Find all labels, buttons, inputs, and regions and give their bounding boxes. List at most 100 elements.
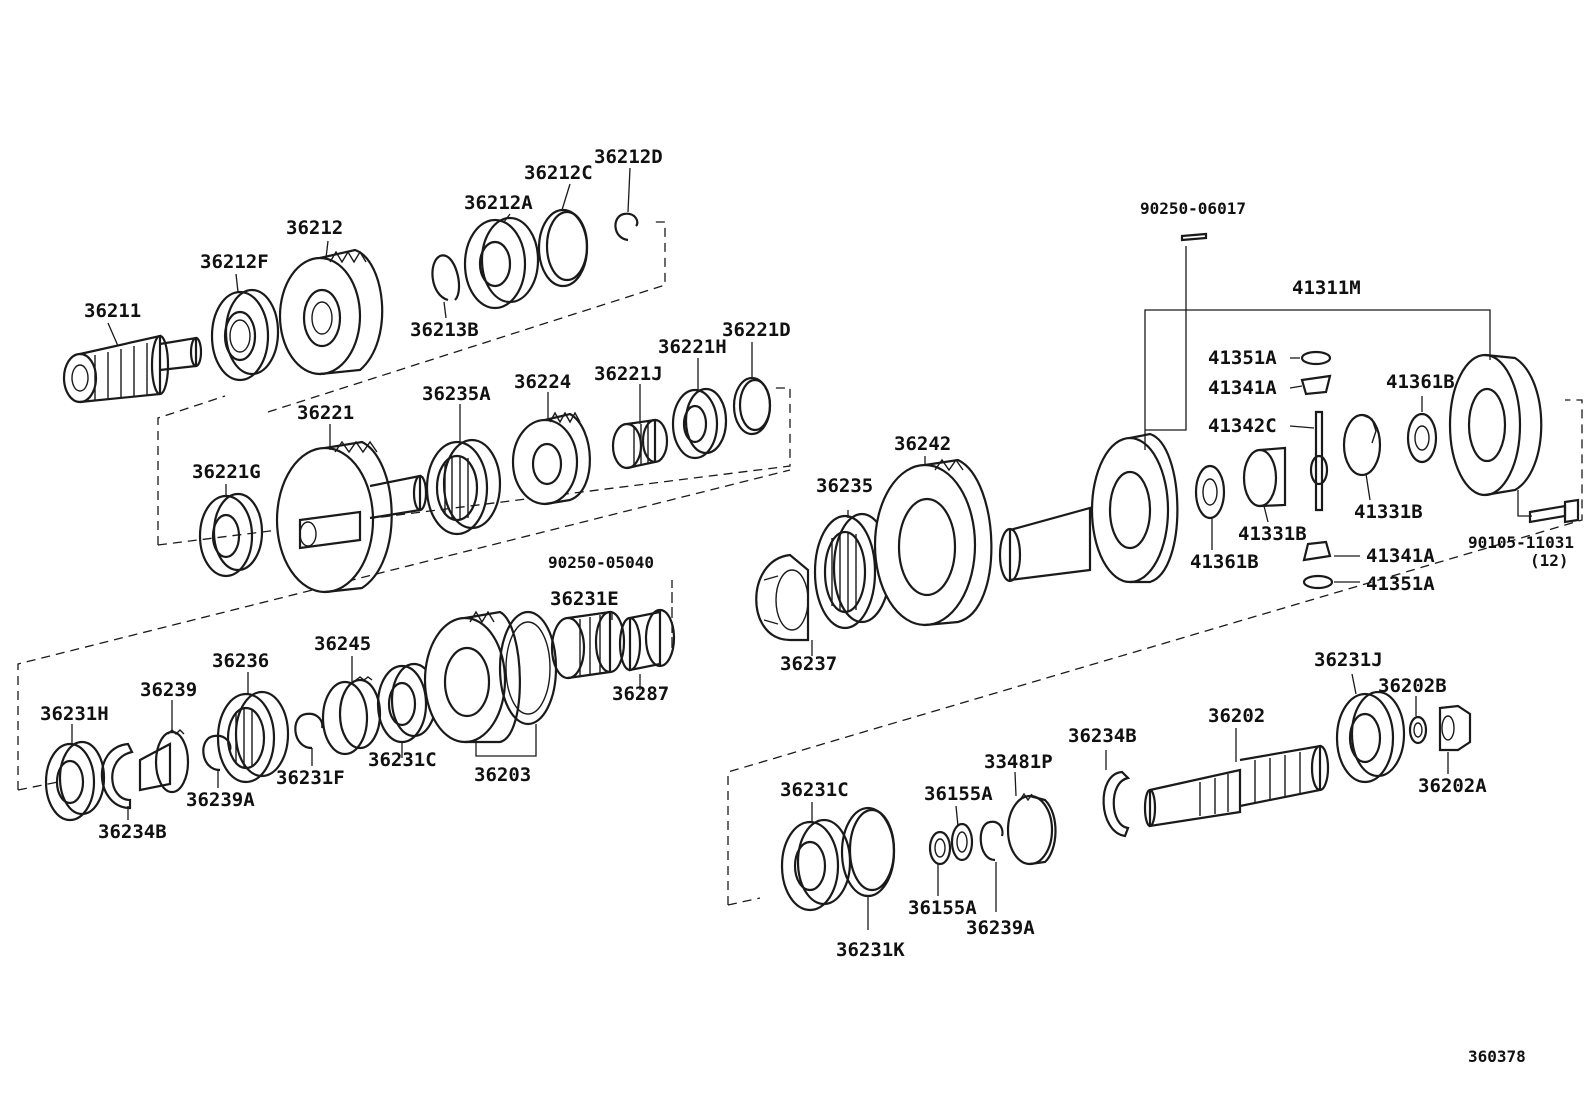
label-36212D: 36212D	[594, 146, 663, 168]
part-36203-gear[interactable]	[423, 610, 558, 744]
label-41311M: 41311M	[1292, 277, 1361, 299]
label-41361B-left: 41361B	[1190, 551, 1259, 573]
part-36212D-snap-ring[interactable]	[614, 212, 639, 242]
part-36202-output-shaft[interactable]	[1143, 744, 1330, 828]
part-36221-gear[interactable]	[275, 440, 428, 594]
label-36221J: 36221J	[594, 363, 663, 385]
label-36231F: 36231F	[276, 767, 345, 789]
part-41351A-washer-top[interactable]	[1300, 350, 1332, 366]
part-36242-ring-gear[interactable]	[873, 458, 993, 627]
part-36155A-washer-left[interactable]	[928, 830, 952, 866]
part-36212C-ring[interactable]	[537, 208, 589, 288]
diagram-id: 360378	[1468, 1047, 1526, 1066]
part-36212A-bearing[interactable]	[463, 216, 540, 310]
part-36239A-snap-ring-left[interactable]	[202, 734, 232, 772]
label-36234B-right: 36234B	[1068, 725, 1137, 747]
label-90250-05040: 90250-05040	[548, 553, 654, 572]
label-90105-11031: 90105-11031	[1468, 533, 1574, 552]
label-36155A-top: 36155A	[924, 783, 993, 805]
part-36239A-snap-ring-right[interactable]	[979, 820, 1004, 862]
label-36224: 36224	[514, 371, 571, 393]
part-36202A-nut[interactable]	[1438, 704, 1472, 752]
label-36212C: 36212C	[524, 162, 593, 184]
label-41341A-top: 41341A	[1208, 377, 1277, 399]
part-36231C-bearing-right[interactable]	[780, 818, 852, 912]
part-36231F-snap-ring[interactable]	[294, 712, 324, 750]
part-90250-06017-pin[interactable]	[1180, 232, 1208, 242]
part-36155A-washer-right[interactable]	[950, 822, 974, 862]
part-41341A-pinion-top[interactable]	[1300, 374, 1332, 396]
part-41341A-pinion-bottom[interactable]	[1302, 540, 1332, 562]
label-36231J: 36231J	[1314, 649, 1383, 671]
part-36221D-ring[interactable]	[732, 376, 772, 436]
label-36202: 36202	[1208, 705, 1265, 727]
label-36231C-right: 36231C	[780, 779, 849, 801]
label-36239A-right: 36239A	[966, 917, 1035, 939]
group-outline-right	[727, 399, 1583, 906]
part-90105-11031-bolt[interactable]	[1528, 498, 1580, 524]
label-36239: 36239	[140, 679, 197, 701]
label-36235: 36235	[816, 475, 873, 497]
label-36221: 36221	[297, 402, 354, 424]
label-41361B-right: 41361B	[1386, 371, 1455, 393]
label-36231C-left: 36231C	[368, 749, 437, 771]
label-41342C: 41342C	[1208, 415, 1277, 437]
part-41311M-differential-case[interactable]	[998, 432, 1179, 584]
part-36221G-bearing[interactable]	[198, 492, 264, 578]
label-36235A: 36235A	[422, 383, 491, 405]
label-36202B: 36202B	[1378, 675, 1447, 697]
label-36202A: 36202A	[1418, 775, 1487, 797]
label-36234B-left: 36234B	[98, 821, 167, 843]
label-36231H: 36231H	[40, 703, 109, 725]
part-36211-input-shaft[interactable]	[62, 334, 203, 404]
part-36235-needle-bearing[interactable]	[813, 512, 892, 630]
part-36231J-bearing[interactable]	[1335, 690, 1406, 784]
label-36242: 36242	[894, 433, 951, 455]
part-36236-synchro-ring[interactable]	[216, 690, 290, 784]
label-36239A-left: 36239A	[186, 789, 255, 811]
part-36202B-washer[interactable]	[1408, 715, 1428, 745]
part-36239-hub[interactable]	[138, 729, 190, 794]
part-36234B-ring-right[interactable]	[1102, 770, 1131, 838]
part-36212-gear[interactable]	[278, 248, 384, 376]
group-outline-top	[267, 221, 666, 413]
part-36231K-ring[interactable]	[840, 806, 896, 898]
part-36237-retainer[interactable]	[755, 553, 810, 642]
label-36221D: 36221D	[722, 319, 791, 341]
part-36212F-bearing[interactable]	[210, 288, 280, 382]
label-36245: 36245	[314, 633, 371, 655]
part-36287-sleeve[interactable]	[618, 608, 676, 672]
part-41351A-washer-bottom[interactable]	[1302, 574, 1334, 590]
part-36213B-snap-ring[interactable]	[431, 254, 460, 302]
part-36221H-bearing[interactable]	[671, 387, 728, 460]
part-36221J-needle-bearing[interactable]	[611, 418, 669, 470]
part-41361B-washer-right[interactable]	[1406, 412, 1438, 464]
label-36212: 36212	[286, 217, 343, 239]
part-36231E-needle-bearing[interactable]	[550, 610, 626, 680]
label-36212A: 36212A	[464, 192, 533, 214]
label-33481P: 33481P	[984, 751, 1053, 773]
leader-lines	[71, 167, 1532, 930]
label-36231E: 36231E	[550, 588, 619, 610]
label-36155A-bottom: 36155A	[908, 897, 977, 919]
part-36231H-bearing[interactable]	[44, 740, 106, 822]
label-41331B-right: 41331B	[1354, 501, 1423, 523]
part-41311M-case-half[interactable]	[1448, 353, 1543, 497]
part-41331B-side-gear-right[interactable]	[1342, 413, 1382, 477]
part-36224-gear[interactable]	[511, 411, 591, 506]
label-41351A-bottom: 41351A	[1366, 573, 1435, 595]
part-41331B-side-gear-left[interactable]	[1242, 446, 1287, 508]
part-36245-synchro-hub[interactable]	[321, 676, 382, 756]
part-36235A-needle-bearing[interactable]	[425, 438, 502, 536]
label-36211: 36211	[84, 300, 141, 322]
part-41361B-washer-left[interactable]	[1194, 464, 1226, 520]
part-41342C-pinion-shaft[interactable]	[1309, 410, 1329, 512]
label-36203: 36203	[474, 764, 531, 786]
label-90250-06017: 90250-06017	[1140, 199, 1246, 218]
part-33481P-gear[interactable]	[1006, 792, 1057, 866]
label-36287: 36287	[612, 683, 669, 705]
label-41351A-top: 41351A	[1208, 347, 1277, 369]
label-41341A-bottom: 41341A	[1366, 545, 1435, 567]
part-36234B-ring-left[interactable]	[100, 742, 134, 810]
